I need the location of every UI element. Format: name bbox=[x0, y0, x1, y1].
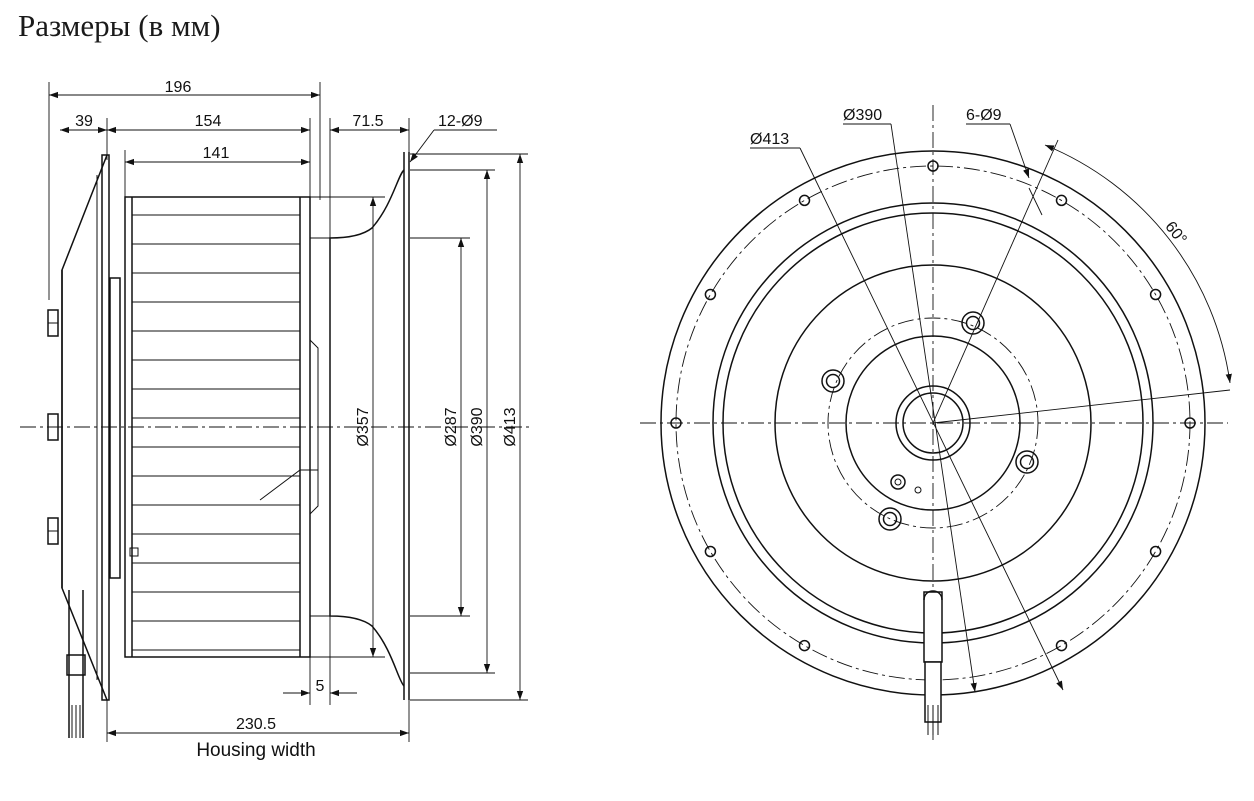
dim-154: 154 bbox=[107, 113, 311, 197]
hub-small-bolt bbox=[890, 474, 906, 490]
dim-71-5: 71.5 bbox=[329, 113, 410, 238]
dia-390-label: Ø390 bbox=[469, 407, 486, 446]
dim-39-label: 39 bbox=[75, 113, 93, 130]
motor-housing bbox=[47, 154, 121, 738]
dim-5: 5 bbox=[283, 616, 357, 705]
dia-357-label: Ø357 bbox=[355, 407, 372, 446]
hub-bolt-circle bbox=[827, 317, 1039, 529]
mounting-hole bbox=[1184, 417, 1196, 429]
motor-plate-circle bbox=[774, 264, 1092, 582]
front-view: Ø413 Ø390 6-Ø9 60° bbox=[640, 105, 1232, 740]
cable-gland bbox=[923, 590, 943, 735]
side-view: 196 39 154 141 71.5 bbox=[20, 79, 530, 761]
hub-small-bolt-core bbox=[894, 478, 902, 486]
front-dia-413: Ø413 bbox=[750, 131, 1064, 691]
hub-bolts bbox=[821, 311, 1039, 531]
page-title: Размеры (в мм) bbox=[18, 8, 221, 43]
dim-71-5-label: 71.5 bbox=[352, 113, 383, 130]
mounting-hole bbox=[1055, 639, 1068, 652]
dim-196: 196 bbox=[48, 79, 321, 300]
impeller bbox=[124, 196, 319, 658]
mounting-hole bbox=[798, 639, 811, 652]
front-dia-413-label: Ø413 bbox=[750, 131, 789, 148]
dim-230-5-label: 230.5 bbox=[236, 716, 276, 733]
dim-196-label: 196 bbox=[165, 79, 192, 96]
motor-bolt bbox=[47, 309, 59, 337]
bolt-circle bbox=[675, 165, 1191, 681]
holes-12-leader: 12-Ø9 bbox=[409, 113, 497, 163]
front-holes-6: 6-Ø9 bbox=[966, 107, 1043, 216]
dim-dia-287: Ø287 bbox=[410, 237, 470, 617]
hub-bolt bbox=[878, 507, 902, 531]
front-holes-6-label: 6-Ø9 bbox=[966, 107, 1002, 124]
front-dia-390-label: Ø390 bbox=[843, 107, 882, 124]
hub-small-hole bbox=[914, 486, 922, 494]
housing-width-label: Housing width bbox=[196, 740, 315, 761]
dim-dia-357: Ø357 bbox=[310, 196, 385, 658]
dim-230-5: 230.5 Housing width bbox=[106, 700, 410, 761]
dim-5-label: 5 bbox=[316, 678, 325, 695]
hub-circle bbox=[845, 335, 1021, 511]
dia-287-label: Ø287 bbox=[443, 407, 460, 446]
mounting-hole bbox=[927, 160, 939, 172]
angle-60: 60° bbox=[932, 139, 1232, 424]
hub-bolt bbox=[1015, 450, 1039, 474]
front-dia-390: Ø390 bbox=[843, 107, 977, 693]
mounting-hole bbox=[670, 417, 682, 429]
cable bbox=[66, 590, 86, 738]
mounting-hole bbox=[704, 288, 717, 301]
mounting-hole bbox=[1149, 545, 1162, 558]
shaft-outer bbox=[895, 385, 971, 461]
angle-60-label: 60° bbox=[1161, 218, 1189, 248]
dim-dia-413: Ø413 bbox=[410, 153, 528, 701]
holes-12-label: 12-Ø9 bbox=[438, 113, 483, 130]
motor-bolt bbox=[47, 517, 59, 545]
dim-141-label: 141 bbox=[203, 145, 230, 162]
shaft-inner bbox=[902, 392, 964, 454]
hub-bolt bbox=[961, 311, 985, 335]
mounting-hole bbox=[798, 194, 811, 207]
dim-141: 141 bbox=[124, 145, 310, 197]
mounting-hole bbox=[704, 545, 717, 558]
dia-413-label: Ø413 bbox=[502, 407, 519, 446]
hub-bolt bbox=[821, 369, 845, 393]
motor-bolt bbox=[47, 413, 59, 441]
dim-39: 39 bbox=[60, 113, 108, 160]
dim-154-label: 154 bbox=[195, 113, 222, 130]
dim-dia-390: Ø390 bbox=[410, 169, 495, 674]
inlet-nozzle bbox=[310, 152, 410, 700]
